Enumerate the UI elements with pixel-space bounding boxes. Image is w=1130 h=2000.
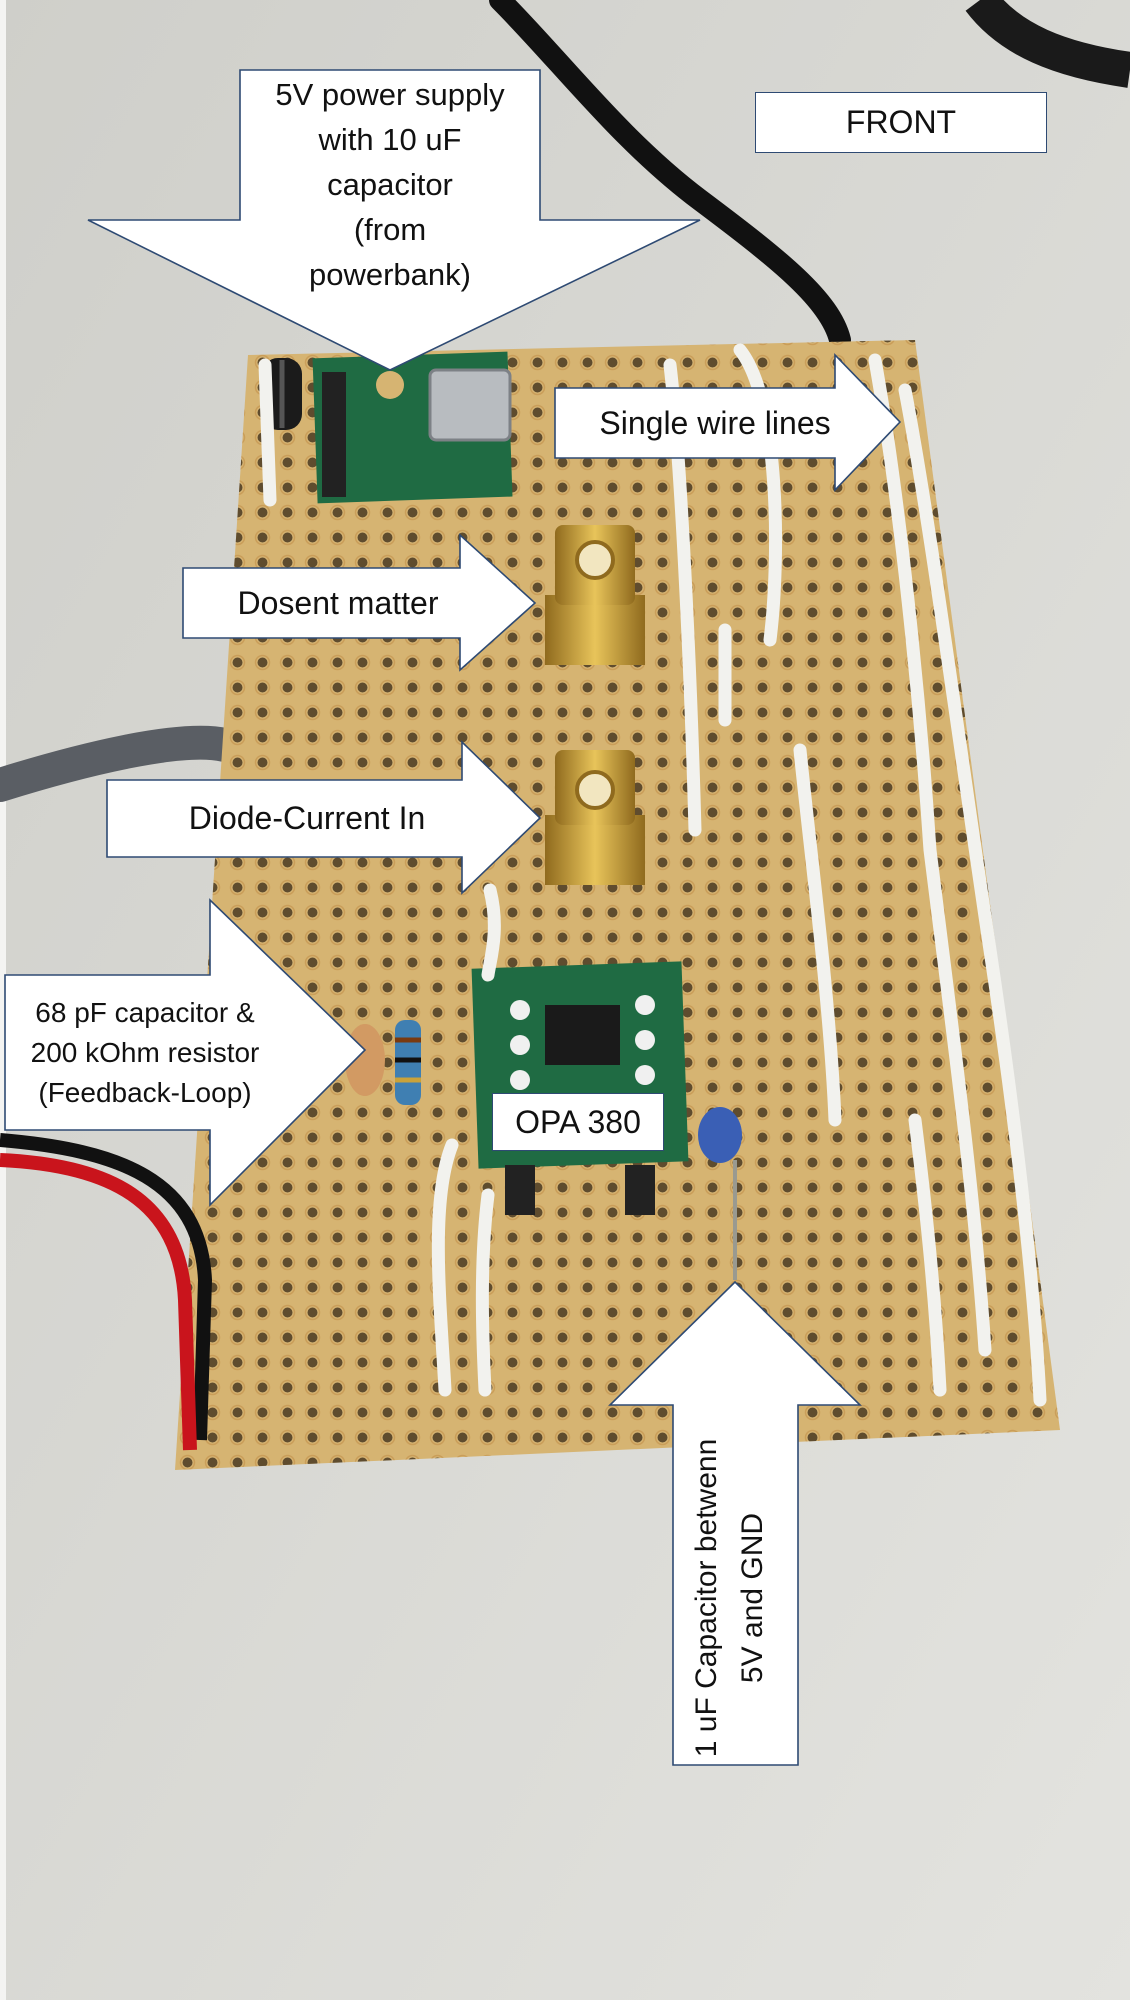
arrow-bypass-cap (608, 1280, 862, 1766)
sma-connector-bottom-base (545, 815, 645, 885)
white-wire (793, 743, 842, 1127)
black-cable-top (489, 0, 851, 351)
white-wire (898, 383, 1047, 1407)
opamp-label: OPA 380 (492, 1093, 664, 1151)
front-label-text: FRONT (845, 104, 957, 140)
arrow-feedback-loop (4, 898, 367, 1207)
white-wire (431, 1138, 459, 1397)
white-wire (258, 358, 277, 507)
white-wire (908, 1113, 947, 1397)
usb-pin-header (322, 372, 346, 497)
adapter-pad (635, 1030, 655, 1050)
adapter-pad (635, 1065, 655, 1085)
sma-connector-bottom-hole (575, 770, 615, 810)
adapter-pad (510, 1070, 530, 1090)
red-wire (0, 1153, 197, 1451)
micro-usb-port (428, 368, 512, 442)
left-edge-shadow (0, 0, 6, 2000)
opamp-pin-right (625, 1165, 655, 1215)
opamp-label-text: OPA 380 (515, 1103, 641, 1140)
black-cable-top-right (965, 0, 1130, 88)
adapter-pad (510, 1035, 530, 1055)
opamp-chip (545, 1005, 620, 1065)
sma-connector-top-hole (575, 540, 615, 580)
front-label: FRONT (755, 92, 1047, 153)
opamp-pin-left (505, 1165, 535, 1215)
adapter-pad (635, 995, 655, 1015)
arrow-power-supply (87, 69, 701, 371)
white-wire (868, 353, 992, 1357)
white-wire (475, 1188, 495, 1397)
grey-cable (0, 725, 242, 802)
sma-connector-top-base (545, 595, 645, 665)
white-wire (481, 883, 501, 982)
bypass-capacitor-1uf (698, 1107, 742, 1163)
usb-mount-hole (376, 371, 404, 399)
black-wire (0, 1133, 213, 1441)
arrow-diode-current (106, 740, 542, 895)
white-wire (733, 343, 783, 647)
arrow-dosent-matter (182, 533, 537, 672)
arrow-single-wire (554, 353, 902, 492)
adapter-pad (510, 1000, 530, 1020)
